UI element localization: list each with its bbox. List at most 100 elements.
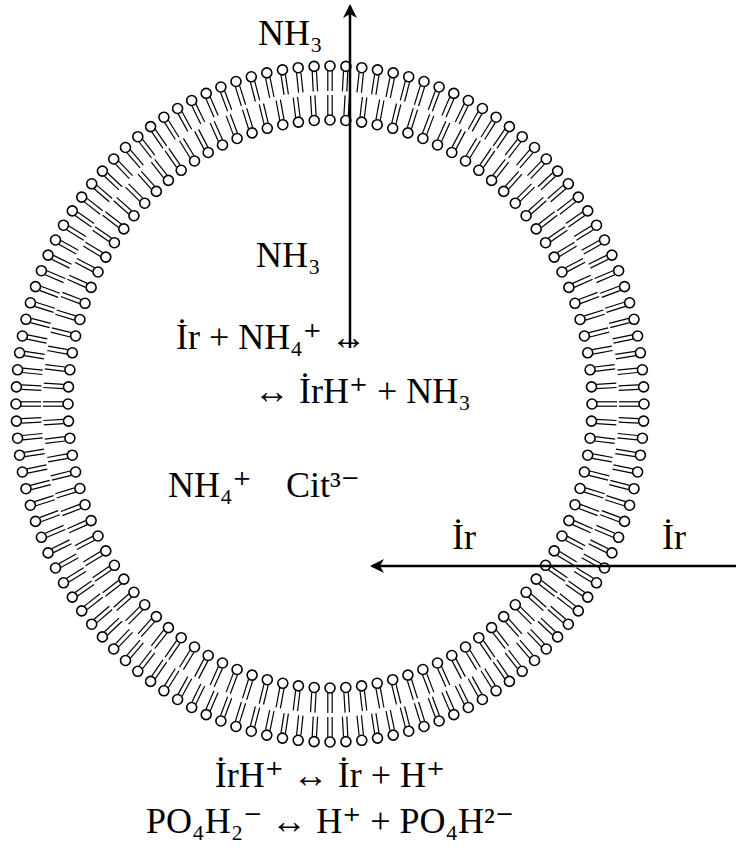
lipid-head [13,433,23,443]
lipid-head [36,266,46,276]
lipid-head [499,186,509,196]
lipid-head [80,500,90,510]
lipid-tail [481,671,492,688]
lipid-tail [40,511,59,518]
lipid-head [309,61,319,71]
lipid-tail [259,684,264,703]
lipid-tail [619,389,639,390]
lipid-head [487,175,497,185]
lipid-tail [470,650,480,667]
lipid-tail [255,708,260,727]
drug-label: İr [662,518,686,558]
equilibrium-line: İrH⁺ ↔ İr + H⁺ [215,756,445,796]
lipid-tail [496,630,508,646]
lipid-tail [67,568,84,579]
lipid-tail [48,458,68,462]
lipid-tail [589,475,608,480]
lipid-tail [576,230,593,241]
lipid-tail [52,540,70,549]
lipid-tail [442,667,450,685]
lipid-tail [584,244,601,254]
lipid-tail [44,383,64,384]
lipid-tail [43,401,63,402]
lipid-tail [36,302,55,308]
lipid-head [17,331,27,341]
lipid-tail [493,159,505,175]
lipid-head [600,563,610,573]
lipid-tail [75,536,93,545]
lipid-tail [360,97,362,117]
lipid-tail [311,96,312,116]
lipid-tail [61,558,79,568]
lipid-tail [392,685,397,704]
drug-arrow [372,565,736,568]
lipid-tail [528,632,542,647]
lipid-tail [400,708,405,727]
lipid-head [176,633,186,643]
lipid-tail [505,139,517,155]
lipid-tail [614,339,634,343]
lipid-head [246,726,256,736]
lipid-tail [452,661,461,679]
lipid-tail [616,356,636,359]
lipid-tail [551,230,567,241]
lipid-tail [183,653,193,670]
lipid-tail [452,129,461,147]
lipid-head [231,722,241,732]
lipid-tail [196,104,205,122]
lipid-head [59,578,69,588]
lipid-tail [610,480,629,485]
lipid-head [97,632,107,642]
lipid-tail [114,594,129,607]
lipid-tail [573,275,591,283]
lipid-tail [438,668,446,686]
lipid-head [119,574,129,584]
lipid-head [51,563,61,573]
lipid-tail [22,422,42,423]
lipid-tail [93,230,109,241]
lipid-tail [196,686,205,704]
lipid-tail [285,714,288,734]
lipid-head [404,72,414,82]
lipid-tail [484,151,495,168]
lipid-tail [317,717,318,737]
lipid-tail [549,227,565,238]
lipid-tail [119,632,133,647]
lipid-tail [613,335,633,339]
lipid-tail [376,75,379,95]
lipid-head [491,112,501,122]
lipid-head [563,179,573,189]
lipid-tail [21,418,41,419]
lipid-tail [151,630,163,646]
lipid-tail [327,71,328,91]
lipid-head [86,282,96,292]
lipid-head [309,116,319,126]
lipid-tail [152,132,163,149]
lipid-tail [617,368,637,370]
lipid-tail [210,123,218,141]
lipid-head [504,676,514,686]
lipid-tail [584,492,603,498]
lipid-head [31,282,41,292]
lipid-tail [493,633,505,649]
lipid-head [570,298,580,308]
lipid-head [357,63,367,73]
lipid-tail [480,148,491,165]
lipid-tail [586,314,605,320]
lipid-tail [442,693,450,711]
lipid-tail [380,688,384,708]
lipid-tail [21,389,41,390]
lipid-head [86,516,96,526]
lipid-tail [178,114,188,131]
lipid-tail [86,555,103,565]
lipid-tail [178,677,188,695]
lipid-head [549,252,559,262]
lipid-tail [192,106,201,124]
lipid-tail [103,581,119,593]
lipid-tail [301,73,303,93]
lipid-head [262,730,272,740]
lipid-tail [332,717,333,737]
lipid-head [633,331,643,341]
lipid-tail [576,568,593,579]
lipid-head [121,143,131,153]
